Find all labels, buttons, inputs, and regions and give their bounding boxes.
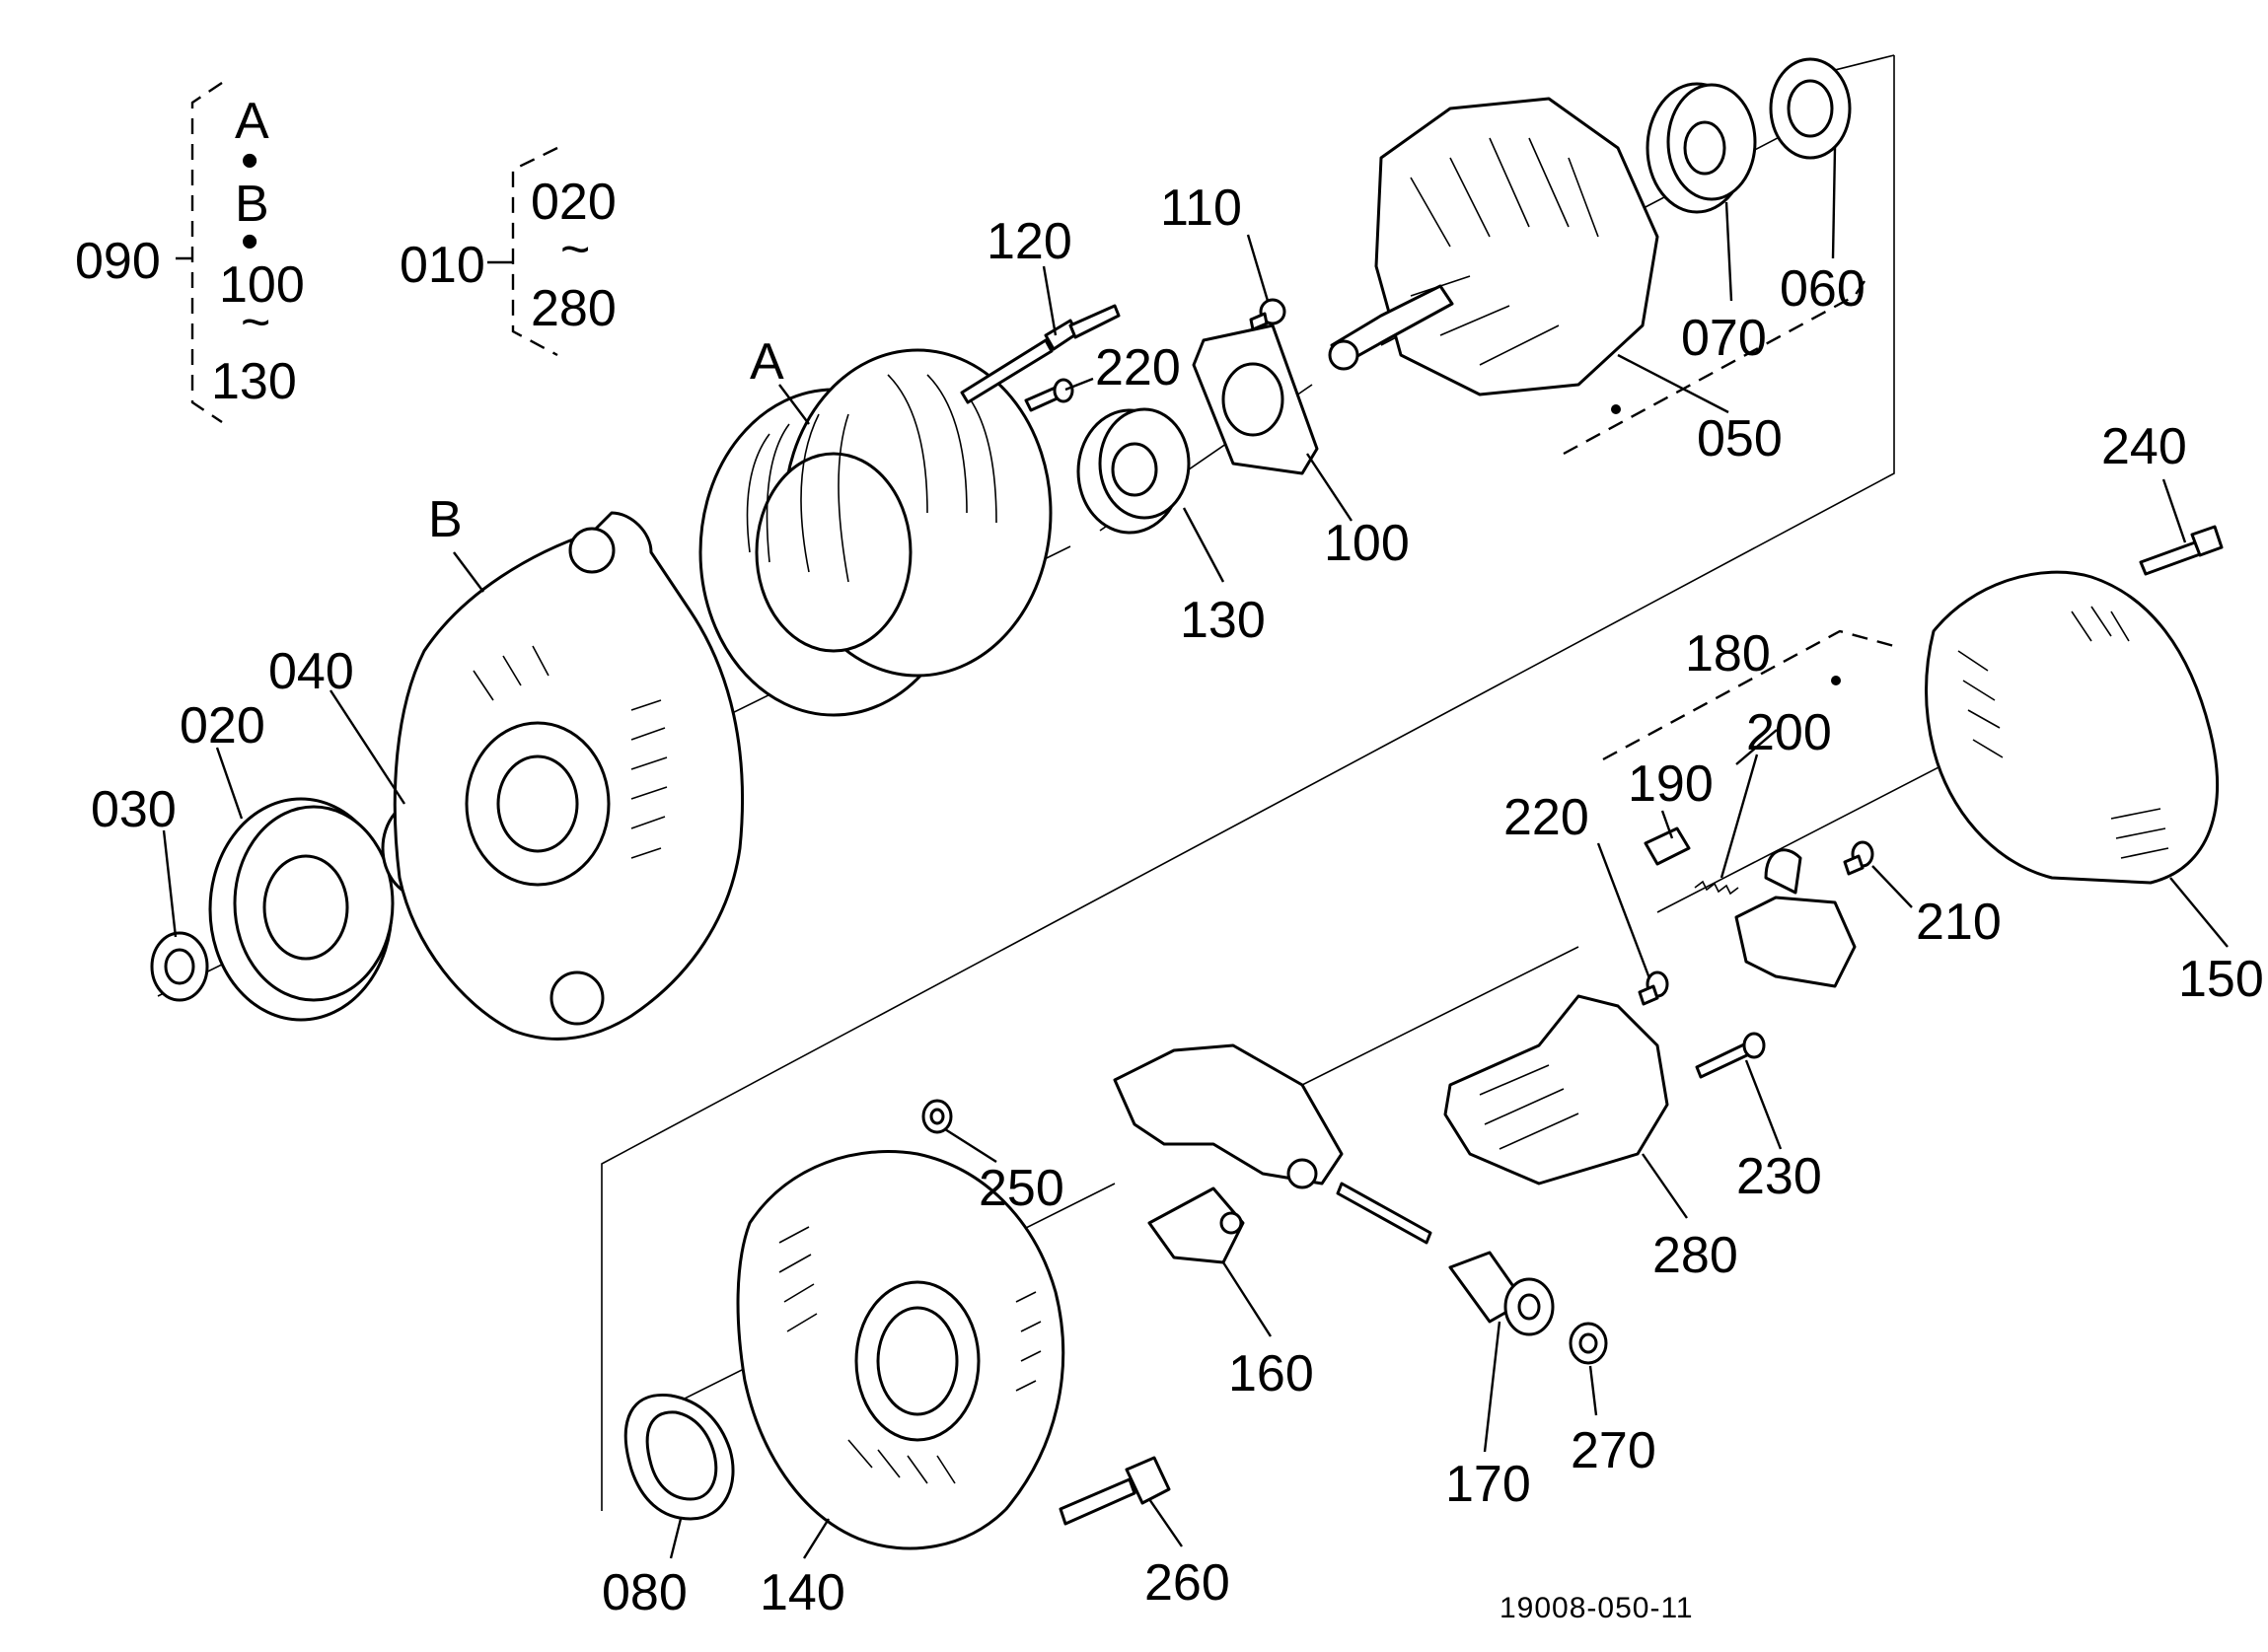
reference-code: 19008-050-11	[1500, 1592, 1694, 1624]
part-280-regulator	[1443, 994, 1669, 1185]
callout-120: 120	[987, 213, 1072, 270]
front-housing-B	[393, 511, 745, 1041]
part-110-screw	[1249, 298, 1286, 331]
part-220-screw-lower	[1638, 970, 1669, 1006]
callout-060: 060	[1780, 260, 1866, 318]
separator-dot-1: •	[241, 132, 258, 189]
callout-020: 020	[180, 697, 265, 754]
range-mark-1: ~	[241, 294, 270, 351]
callout-140: 140	[760, 1564, 845, 1621]
assembly-group-010: 010 020 ~ 280	[400, 146, 617, 357]
range-from-020: 020	[531, 174, 617, 231]
part-080-seal	[623, 1393, 735, 1521]
group-member-B: B	[235, 176, 269, 233]
range-mark-2: ~	[560, 221, 590, 278]
label-A: A	[750, 333, 784, 391]
callout-080: 080	[602, 1564, 688, 1621]
part-240-bolt	[2139, 525, 2224, 576]
callout-110: 110	[1160, 180, 1242, 237]
callout-050: 050	[1697, 410, 1783, 467]
stator-A	[698, 348, 1053, 717]
callout-220-upper: 220	[1095, 339, 1181, 396]
part-250-nut	[921, 1099, 953, 1134]
callout-070: 070	[1681, 310, 1767, 367]
part-100-retainer-plate	[1192, 323, 1319, 475]
callout-130: 130	[1180, 592, 1266, 649]
part-210-screw	[1843, 840, 1874, 876]
part-060-cover	[1769, 57, 1852, 160]
range-to-280: 280	[531, 280, 617, 337]
part-160-rectifier	[1113, 1043, 1432, 1264]
part-020-pulley	[208, 797, 395, 1022]
separator-dot-2: •	[241, 213, 258, 270]
part-150-rear-cover	[1925, 570, 2219, 885]
part-070-bearing	[1646, 82, 1757, 214]
callout-280: 280	[1652, 1227, 1738, 1284]
part-050-rotor	[1328, 97, 1659, 414]
callout-170: 170	[1445, 1456, 1531, 1513]
callout-090: 090	[75, 233, 161, 290]
callout-010: 010	[400, 237, 485, 294]
rotor-group-outline	[1563, 280, 1866, 456]
part-140-rear-housing	[736, 1150, 1065, 1550]
callout-240: 240	[2101, 418, 2187, 475]
brush-group-outline	[1602, 629, 1895, 761]
callout-200: 200	[1746, 704, 1832, 761]
callout-160: 160	[1228, 1345, 1314, 1402]
callout-100: 100	[1324, 515, 1410, 572]
callout-220-lower: 220	[1503, 789, 1589, 846]
part-030-nut	[150, 931, 209, 1002]
callout-230: 230	[1736, 1148, 1822, 1205]
group-member-130: 130	[211, 353, 297, 410]
callout-190: 190	[1628, 755, 1714, 813]
part-230-screw	[1695, 1032, 1766, 1079]
part-200-spring	[1694, 880, 1739, 896]
callout-260: 260	[1144, 1554, 1230, 1612]
assembly-group-090: 090 A • B • 100 ~ 130	[75, 82, 305, 423]
callout-labels: 030 020 040 B A 120 220 110 100 130 050 …	[91, 180, 2264, 1621]
callout-030: 030	[91, 781, 177, 838]
callout-270: 270	[1571, 1422, 1656, 1479]
part-190-brush	[1644, 826, 1691, 866]
part-270-nut	[1569, 1322, 1608, 1365]
part-120-bolt	[960, 304, 1121, 404]
part-260-bolt	[1059, 1456, 1171, 1526]
part-180-brush-holder	[1734, 676, 1857, 988]
callout-210: 210	[1916, 894, 2002, 951]
part-170-insulator	[1448, 1251, 1555, 1336]
group-member-100: 100	[219, 256, 305, 314]
part-130-bearing	[1076, 407, 1191, 535]
leader-lines	[162, 147, 2229, 1559]
label-B: B	[428, 491, 463, 548]
part-220-screw-upper	[1024, 378, 1074, 412]
callout-150: 150	[2178, 951, 2264, 1008]
group-member-A: A	[235, 93, 269, 150]
callout-040: 040	[268, 643, 354, 700]
callout-180: 180	[1685, 625, 1771, 682]
callout-250: 250	[979, 1160, 1064, 1217]
